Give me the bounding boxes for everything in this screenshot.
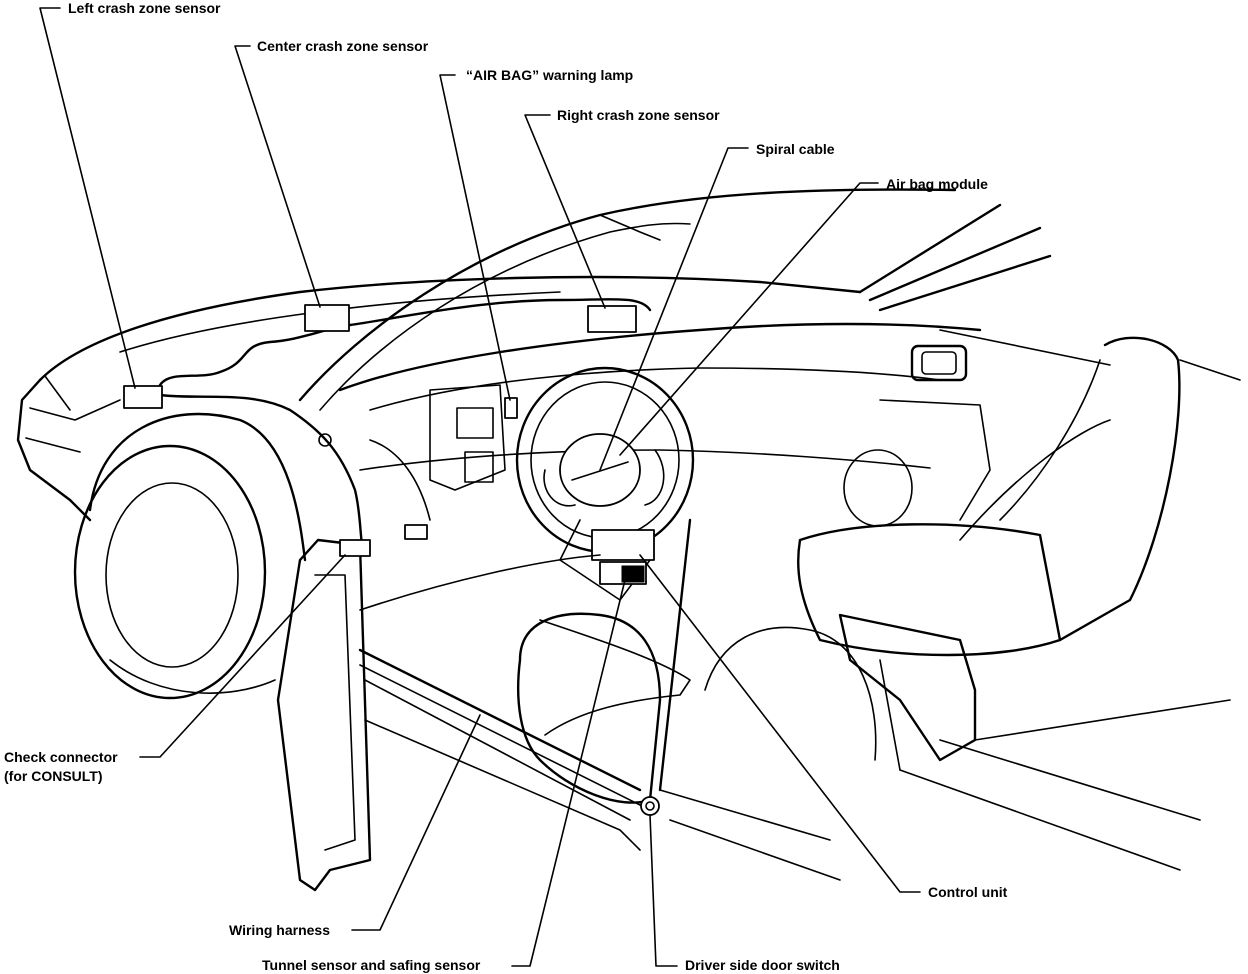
leader-center-crash-zone-sensor — [234, 45, 321, 308]
steering-spoke-right — [644, 449, 665, 506]
label-center-crash-zone-sensor: Center crash zone sensor — [257, 38, 429, 54]
passenger-vent — [910, 344, 968, 382]
leader-left-crash-zone-sensor — [39, 7, 136, 389]
label-tunnel-sensor-and-safing-sensor: Tunnel sensor and safing sensor — [262, 957, 481, 973]
rocker-line-3 — [669, 819, 841, 881]
windshield-top — [599, 214, 661, 241]
dashboard-top — [338, 322, 982, 392]
air-bag-warning-lamp — [504, 397, 518, 419]
rear-floor-1 — [899, 769, 1181, 871]
left-crash-zone-sensor — [123, 385, 163, 409]
rocker-line-2 — [659, 789, 831, 841]
leader-air-bag-module — [619, 182, 879, 456]
front-bumper — [16, 378, 92, 522]
check-connector-clip — [318, 433, 332, 447]
label-control-unit: Control unit — [928, 884, 1008, 900]
center-crash-zone-sensor — [304, 304, 350, 332]
label-air-bag-module: Air bag module — [886, 176, 988, 192]
wheel-arch — [88, 412, 307, 562]
roof-rear-2 — [868, 226, 1042, 302]
label-check-connector-line1: Check connector — [4, 749, 118, 765]
driver-seat-back — [704, 626, 877, 761]
passenger-speaker — [843, 449, 913, 527]
label-driver-side-door-switch: Driver side door switch — [685, 957, 840, 973]
passenger-door-line — [939, 329, 1111, 366]
front-wheel-outer — [73, 444, 267, 700]
door-switch-inner — [645, 801, 655, 811]
dashboard-face — [369, 367, 941, 411]
body-side-line — [1179, 359, 1241, 381]
passenger-door-panel — [879, 399, 991, 521]
headlight-line-2 — [25, 437, 81, 453]
floor-front — [359, 554, 601, 611]
rear-floor-3 — [974, 699, 1231, 741]
center-console — [838, 613, 977, 762]
passenger-seat-cushion — [797, 523, 1062, 657]
roof-rear-3 — [878, 254, 1052, 312]
leader-right-crash-zone-sensor — [524, 114, 606, 309]
headlight-line-3 — [44, 375, 71, 411]
instrument-cluster — [429, 384, 506, 491]
control-unit-box — [591, 529, 655, 561]
front-fender-lower — [109, 659, 276, 694]
cluster-gauge — [464, 451, 494, 483]
front-wheel-inner — [105, 482, 239, 668]
steering-spoke-left — [543, 469, 576, 507]
headlight-line-1 — [29, 399, 121, 421]
label-air-bag-warning-lamp: “AIR BAG” warning lamp — [466, 67, 633, 83]
air-bag-seam — [571, 461, 629, 481]
leader-check-connector — [139, 554, 346, 758]
seat-belt-buckle — [879, 659, 901, 771]
check-connector — [339, 539, 371, 557]
driver-seat-cushion — [517, 612, 662, 804]
leader-air-bag-warning-lamp — [439, 74, 511, 401]
driver-side-door-switch — [640, 796, 660, 816]
roof-rear-1 — [858, 203, 1002, 294]
label-spiral-cable: Spiral cable — [756, 141, 835, 157]
label-right-crash-zone-sensor: Right crash zone sensor — [557, 107, 720, 123]
label-left-crash-zone-sensor: Left crash zone sensor — [68, 0, 221, 16]
wiring-harness-dash — [369, 439, 431, 521]
leader-tunnel-sensor — [511, 579, 626, 967]
label-check-connector-line2: (for CONSULT) — [4, 768, 103, 784]
right-crash-zone-sensor — [587, 305, 637, 333]
passenger-seat-back-inner — [999, 359, 1101, 521]
car-illustration — [16, 188, 1241, 892]
door-sill-1 — [358, 648, 642, 792]
a-pillar — [298, 188, 957, 402]
passenger-seat-back — [1058, 336, 1181, 642]
wiring-harness-left — [158, 393, 364, 547]
rocker-line-1 — [364, 719, 641, 851]
b-pillar — [658, 518, 692, 792]
floor-mat — [539, 619, 691, 736]
leader-driver-side-door-switch — [649, 814, 678, 967]
leader-spiral-cable — [599, 147, 749, 471]
seat-belt — [959, 419, 1111, 541]
rear-floor-2 — [939, 739, 1201, 821]
door-sill-2 — [359, 664, 641, 806]
windshield-frame-inner — [319, 222, 691, 411]
labels: Left crash zone sensor Center crash zone… — [4, 0, 1008, 973]
tunnel-sensor-face — [621, 565, 645, 583]
harness-connector — [404, 524, 428, 540]
label-wiring-harness: Wiring harness — [229, 922, 330, 938]
leader-control-unit — [639, 554, 921, 893]
driver-door-inner — [314, 574, 356, 851]
leader-wiring-harness — [351, 714, 481, 931]
driver-door-outer — [276, 538, 372, 892]
passenger-vent-inner — [921, 351, 957, 375]
door-sill-3 — [364, 679, 631, 821]
leader-lines — [39, 7, 921, 967]
cluster-vent — [456, 407, 494, 439]
hood-outline — [38, 275, 862, 382]
dashboard-lower — [359, 449, 931, 471]
